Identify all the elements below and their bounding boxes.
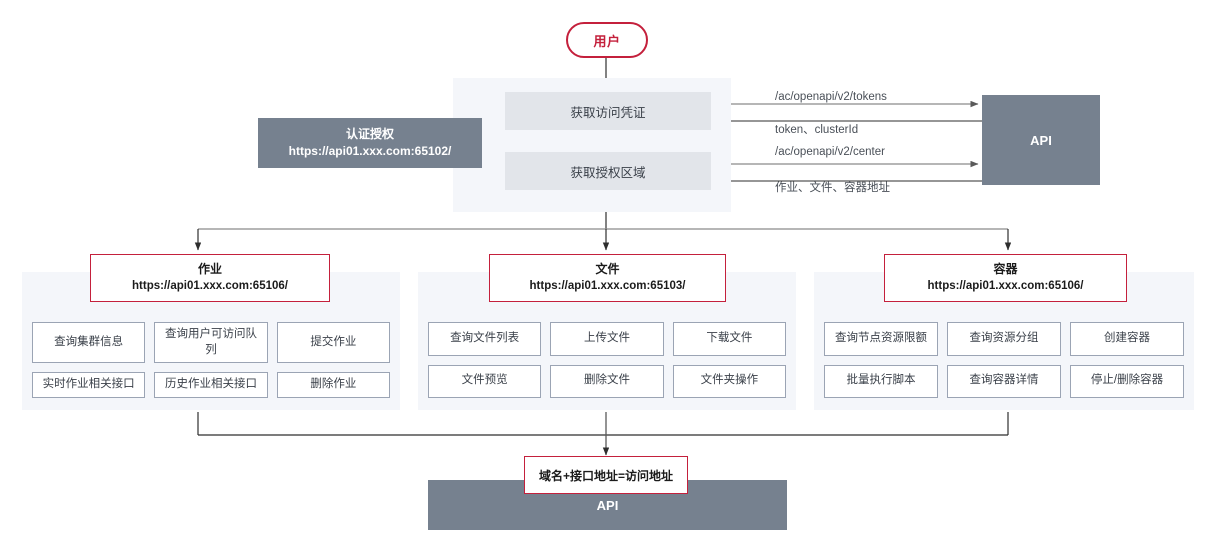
api-cell[interactable]: 批量执行脚本 [824, 364, 938, 398]
group-header-containers[interactable]: 容器 https://api01.xxx.com:65106/ [884, 254, 1127, 302]
group-header-jobs[interactable]: 作业 https://api01.xxx.com:65106/ [90, 254, 330, 302]
group-url-containers: https://api01.xxx.com:65106/ [927, 280, 1084, 293]
api-cell-grid-containers: 查询节点资源限额 查询资源分组 创建容器 批量执行脚本 查询容器详情 停止/删除… [824, 322, 1184, 398]
api-cell[interactable]: 停止/删除容器 [1070, 364, 1184, 398]
auth-service-title: 认证授权 [345, 126, 394, 141]
group-title-containers: 容器 [993, 262, 1018, 277]
api-cell[interactable]: 上传文件 [550, 322, 664, 356]
api-cell[interactable]: 下载文件 [672, 322, 786, 356]
api-cell-grid-files: 查询文件列表 上传文件 下载文件 文件预览 删除文件 文件夹操作 [428, 322, 786, 398]
message-label-center-request: /ac/openapi/v2/center [775, 146, 885, 158]
user-node[interactable]: 用户 [566, 22, 648, 58]
api-cell[interactable]: 查询文件列表 [428, 322, 542, 356]
message-label-center-response: 作业、文件、容器地址 [775, 182, 890, 194]
api-cell[interactable]: 实时作业相关接口 [32, 372, 146, 398]
group-title-jobs: 作业 [197, 262, 222, 277]
message-label-tokens-response: token、clusterId [775, 124, 859, 136]
api-cell[interactable]: 查询用户可访问队列 [154, 322, 268, 364]
api-cell[interactable]: 文件预览 [428, 364, 542, 398]
group-url-files: https://api01.xxx.com:65103/ [529, 280, 686, 293]
api-cell[interactable]: 删除作业 [276, 372, 390, 398]
api-cell[interactable]: 查询容器详情 [947, 364, 1061, 398]
api-cell[interactable]: 文件夹操作 [672, 364, 786, 398]
group-header-files[interactable]: 文件 https://api01.xxx.com:65103/ [489, 254, 726, 302]
api-cell[interactable]: 查询节点资源限额 [824, 322, 938, 356]
api-cell[interactable]: 历史作业相关接口 [154, 372, 268, 398]
api-node-right[interactable]: API [982, 95, 1100, 185]
api-cell[interactable]: 查询集群信息 [32, 322, 146, 364]
auth-service-url: https://api01.xxx.com:65102/ [288, 144, 452, 158]
api-cell[interactable]: 创建容器 [1070, 322, 1184, 356]
api-cell[interactable]: 删除文件 [550, 364, 664, 398]
api-cell-grid-jobs: 查询集群信息 查询用户可访问队列 提交作业 实时作业相关接口 历史作业相关接口 … [32, 322, 390, 398]
step-get-access-token[interactable]: 获取访问凭证 [505, 92, 711, 130]
api-cell[interactable]: 提交作业 [276, 322, 390, 364]
auth-service-box[interactable]: 认证授权 https://api01.xxx.com:65102/ [258, 118, 482, 168]
api-cell[interactable]: 查询资源分组 [947, 322, 1061, 356]
message-label-tokens-request: /ac/openapi/v2/tokens [775, 91, 887, 103]
group-url-jobs: https://api01.xxx.com:65106/ [132, 280, 288, 293]
group-title-files: 文件 [595, 262, 620, 277]
step-get-authorized-region[interactable]: 获取授权区域 [505, 152, 711, 190]
summary-formula-box: 域名+接口地址=访问地址 [524, 456, 688, 494]
